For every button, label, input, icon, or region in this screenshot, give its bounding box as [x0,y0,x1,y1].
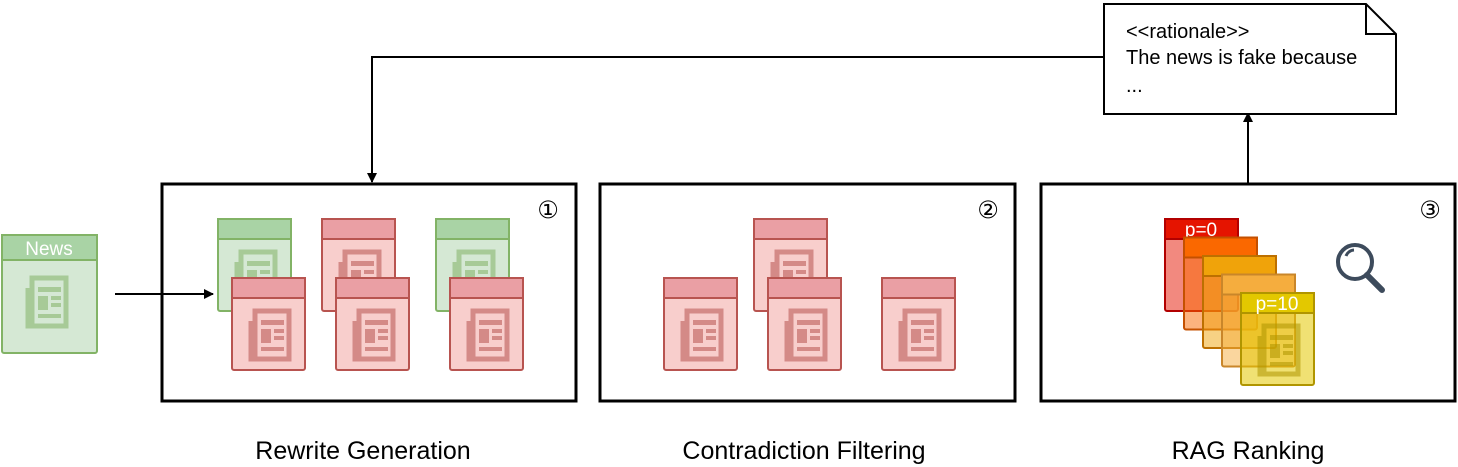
rank-bottom-label: p=10 [1256,294,1299,315]
stage-3-number: ③ [1419,196,1441,224]
stage-1-label: Rewrite Generation [255,437,470,465]
stage-1-front-document [449,277,524,371]
news-document-icon [25,275,69,329]
stage-2-documents [663,218,956,371]
stage-2-label: Contradiction Filtering [682,437,925,465]
news-document-icon [466,308,510,362]
news-document-icon [352,308,396,362]
feedback-arrow [367,56,1105,183]
stage-1-front-document [335,277,410,371]
news-document-icon [898,308,942,362]
rationale-note: <<rationale>> The news is fake because .… [1103,3,1397,115]
news-document-icon [1257,323,1301,377]
stage-1-number: ① [537,196,559,224]
ranked-document: p=10 [1240,292,1315,386]
rank-top-label: p=0 [1185,220,1217,241]
stage-3-ranked-documents: p=0 p=10 [1164,218,1315,386]
note-line-1: The news is fake because [1126,47,1357,69]
stage-2-number: ② [977,196,999,224]
news-label: News [25,239,73,260]
stage-2-document [881,277,956,371]
news-input-document: News [1,234,98,354]
stage-2-document [767,277,842,371]
news-document-icon [680,308,724,362]
news-document-icon [784,308,828,362]
note-line-2: ... [1126,75,1143,97]
stage-1-front-document [231,277,306,371]
news-document-icon [248,308,292,362]
note-stereotype: <<rationale>> [1126,21,1249,43]
stage-3-label: RAG Ranking [1172,437,1325,465]
magnifier-icon [1336,243,1385,293]
stage-2-document [663,277,738,371]
stage-1-documents [217,218,524,371]
